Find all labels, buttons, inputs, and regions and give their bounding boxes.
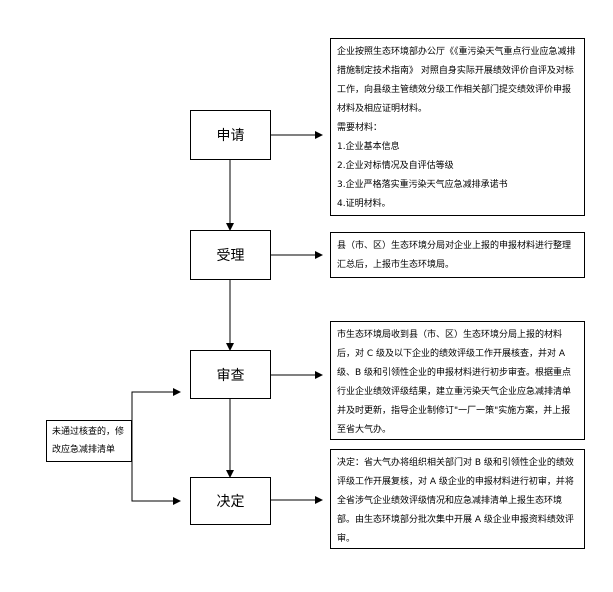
note-apply-line: 企业按照生态环境部办公厅《《重污染天气重点行业应急减排措施制定技术指南》 对照自…	[337, 47, 576, 114]
step-review-label: 审查	[216, 367, 245, 384]
note-apply-line: 1.企业基本信息	[337, 142, 400, 152]
note-decide-text: 决定：省大气办将组织相关部门对 B 级和引领性企业的绩效评级工作开展复核，对 A…	[337, 458, 574, 544]
bracket-bottom	[131, 440, 181, 505]
note-apply: 企业按照生态环境部办公厅《《重污染天气重点行业应急减排措施制定技术指南》 对照自…	[330, 38, 585, 216]
step-decide-label: 决定	[216, 494, 245, 510]
bracket-top	[131, 388, 181, 440]
note-decide: 决定：省大气办将组织相关部门对 B 级和引领性企业的绩效评级工作开展复核，对 A…	[330, 449, 585, 549]
note-apply-line: 3.企业严格落实重污染天气应急减排承诺书	[337, 180, 508, 190]
step-apply: 申请	[190, 110, 271, 160]
step-apply-label: 申请	[216, 128, 245, 144]
side-note-text: 未通过核查的，修改应急减排清单	[52, 427, 125, 455]
note-apply-line: 2.企业对标情况及自评估等级	[337, 161, 454, 171]
step-decide: 决定	[190, 477, 271, 525]
step-accept: 受理	[190, 230, 271, 280]
step-accept-label: 受理	[216, 248, 245, 264]
note-review: 市生态环境局收到县（市、区）生态环境分局上报的材料后，对 C 级及以下企业的绩效…	[330, 321, 585, 440]
note-apply-line: 4.证明材料。	[337, 199, 391, 209]
step-review: 审查	[190, 350, 271, 399]
side-note: 未通过核查的，修改应急减排清单	[46, 420, 132, 462]
note-accept: 县（市、区）生态环境分局对企业上报的申报材料进行整理汇总后，上报市生态环境局。	[330, 232, 585, 278]
note-accept-text: 县（市、区）生态环境分局对企业上报的申报材料进行整理汇总后，上报市生态环境局。	[337, 241, 572, 270]
note-review-text: 市生态环境局收到县（市、区）生态环境分局上报的材料后，对 C 级及以下企业的绩效…	[337, 330, 572, 435]
note-apply-line: 需要材料：	[337, 123, 383, 133]
